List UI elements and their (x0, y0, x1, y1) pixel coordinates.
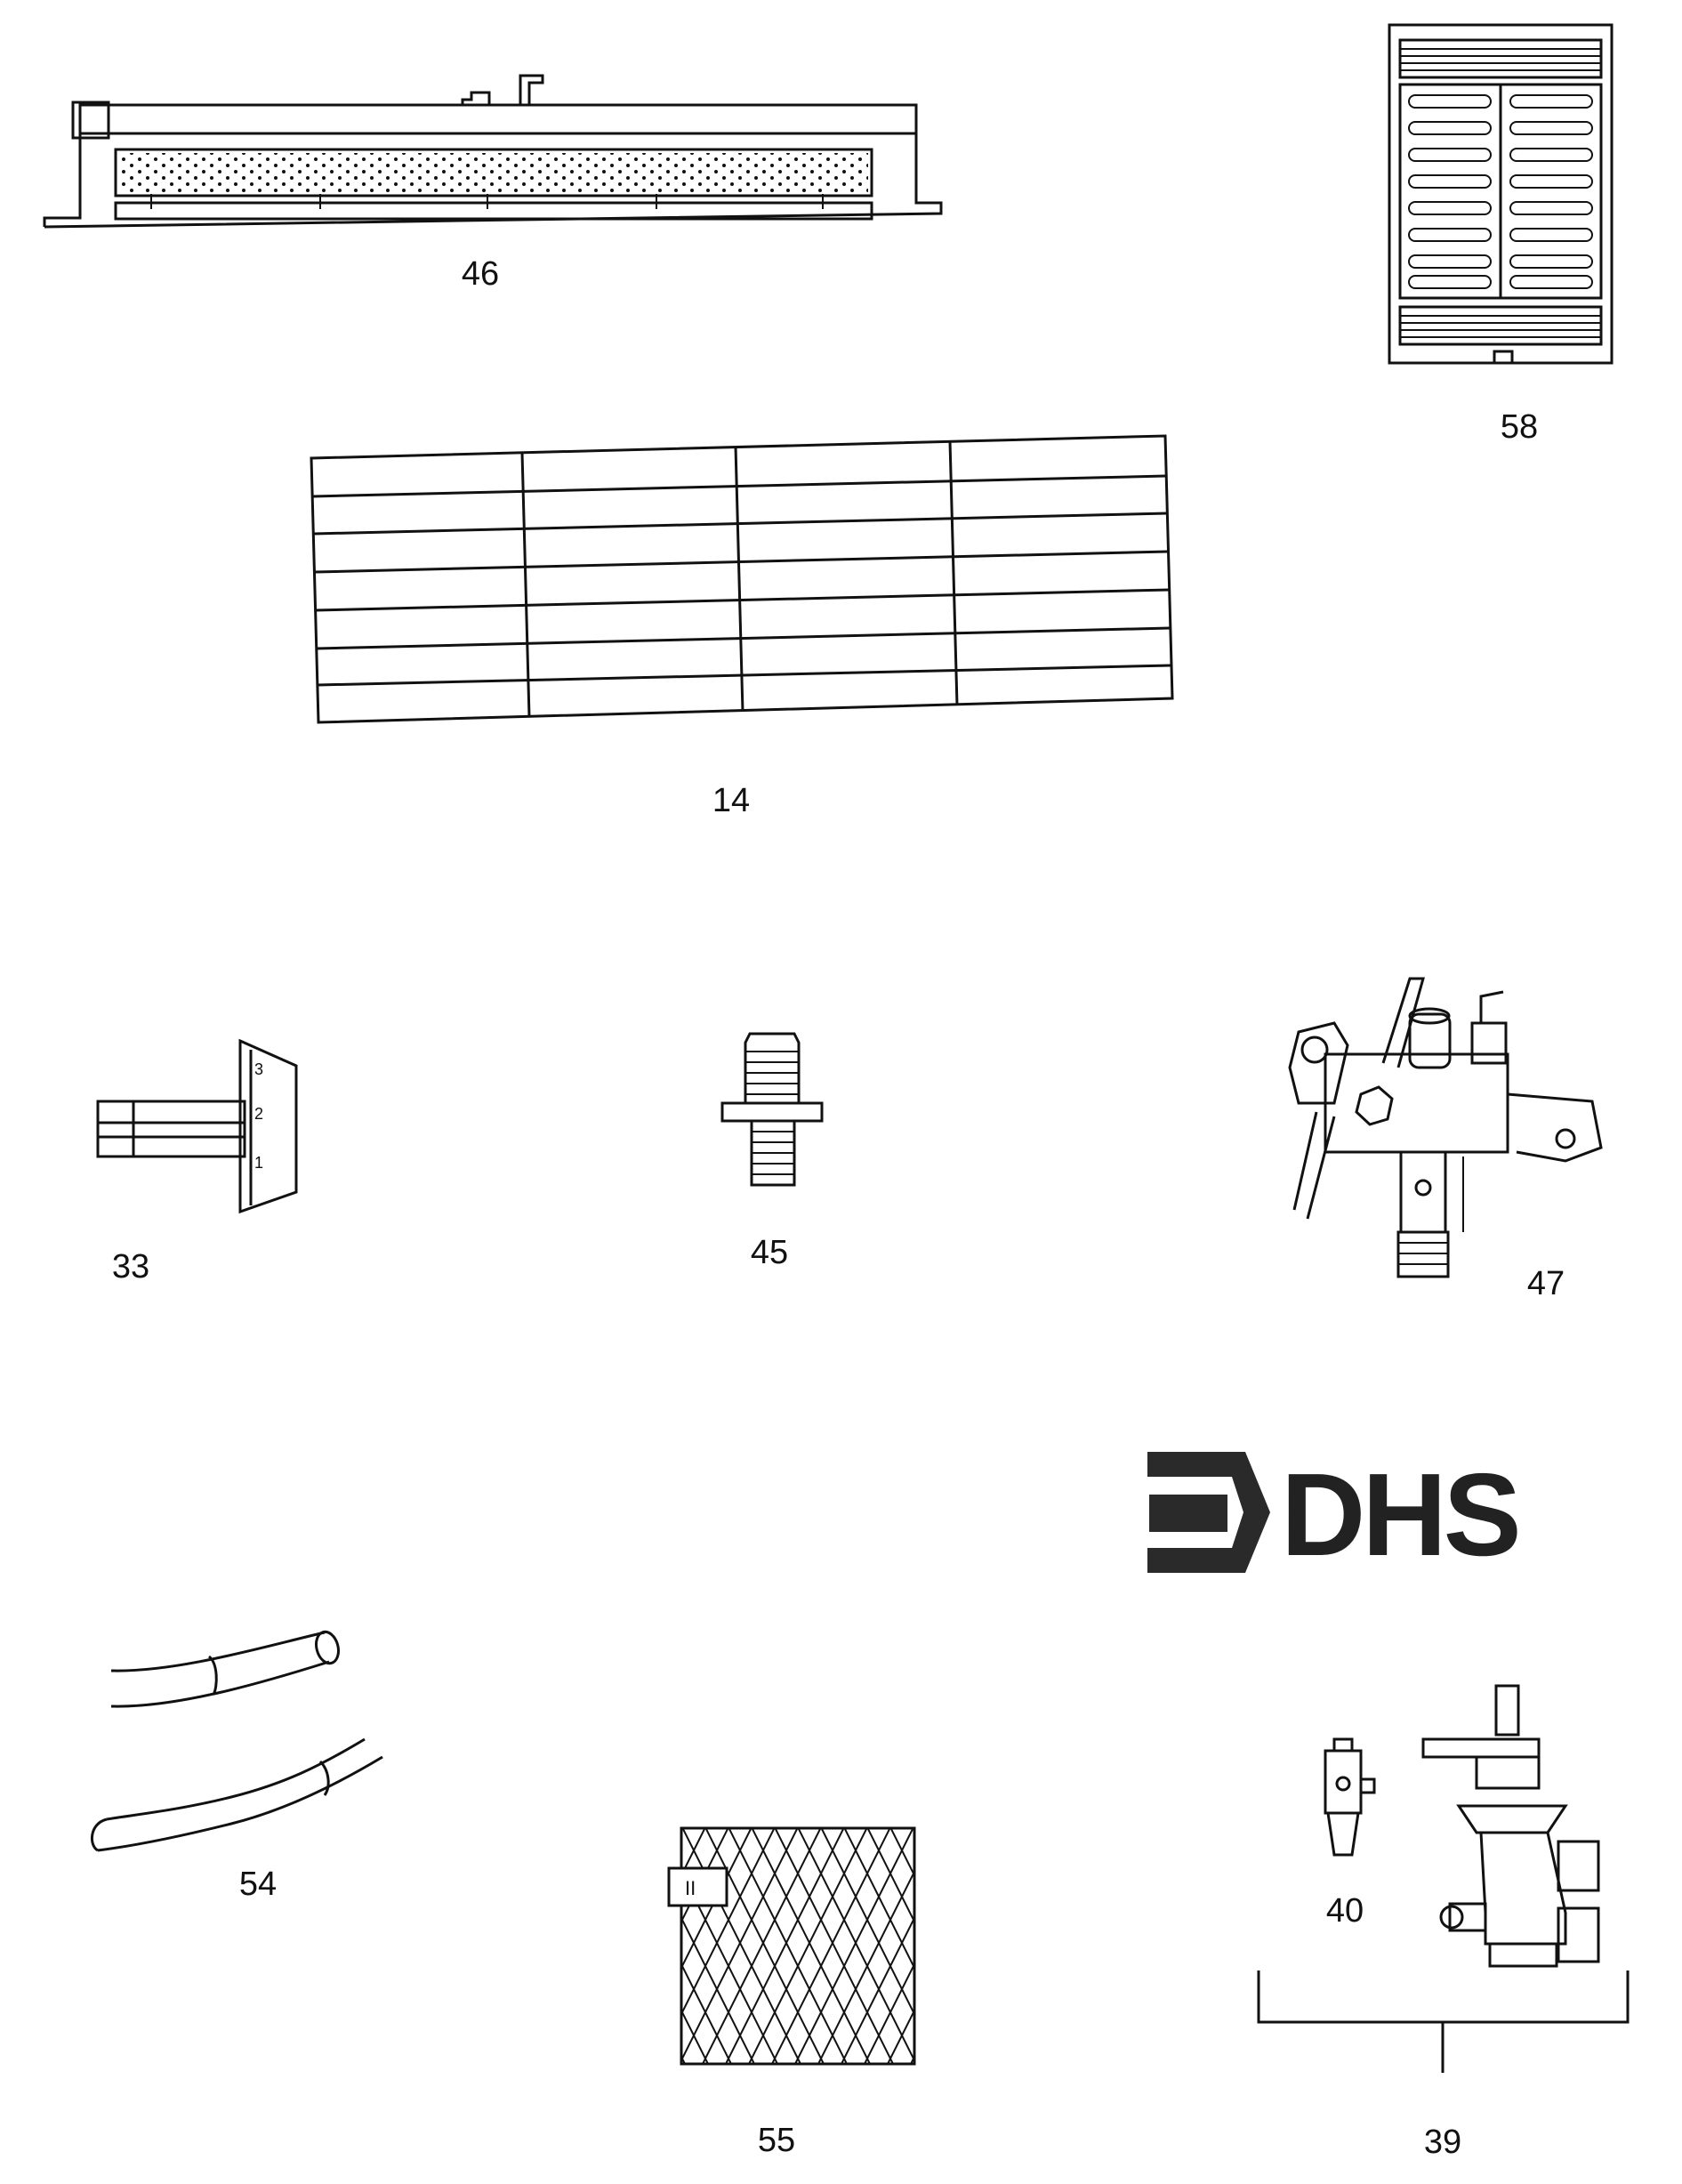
tubing-drawing (90, 1630, 383, 1852)
switch-position-1: 1 (254, 1154, 263, 1172)
orifice-drawing (1324, 1737, 1376, 1857)
mesh-screen-drawing: II (667, 1826, 916, 2066)
part-label-54: 54 (239, 1866, 277, 1903)
switch-drawing: 3 2 1 (96, 1038, 298, 1214)
part-label-55: 55 (758, 2122, 795, 2159)
part-label-14: 14 (712, 782, 750, 819)
part-label-46: 46 (462, 255, 499, 293)
dhs-logo-text: DHS (1281, 1449, 1518, 1580)
switch-position-2: 2 (254, 1105, 263, 1123)
burner-drawing (43, 74, 943, 229)
part-label-58: 58 (1501, 408, 1538, 446)
pilot-burner-drawing (1421, 1684, 1600, 1968)
bracket-39 (1257, 1970, 1630, 2073)
part-label-33: 33 (112, 1248, 149, 1285)
part-label-45: 45 (751, 1234, 788, 1271)
panel-drawing (310, 434, 1174, 724)
grille-drawing (1388, 23, 1614, 365)
switch-position-3: 3 (254, 1060, 263, 1078)
part-label-40: 40 (1326, 1892, 1364, 1930)
nozzle-marking: II (685, 1877, 696, 1899)
part-label-39: 39 (1424, 2124, 1461, 2161)
pilot-assembly-drawing (1288, 977, 1603, 1278)
dhs-logo: DHS (1147, 1449, 1522, 1580)
part-label-47: 47 (1527, 1265, 1565, 1302)
fitting-drawing (720, 1032, 824, 1187)
